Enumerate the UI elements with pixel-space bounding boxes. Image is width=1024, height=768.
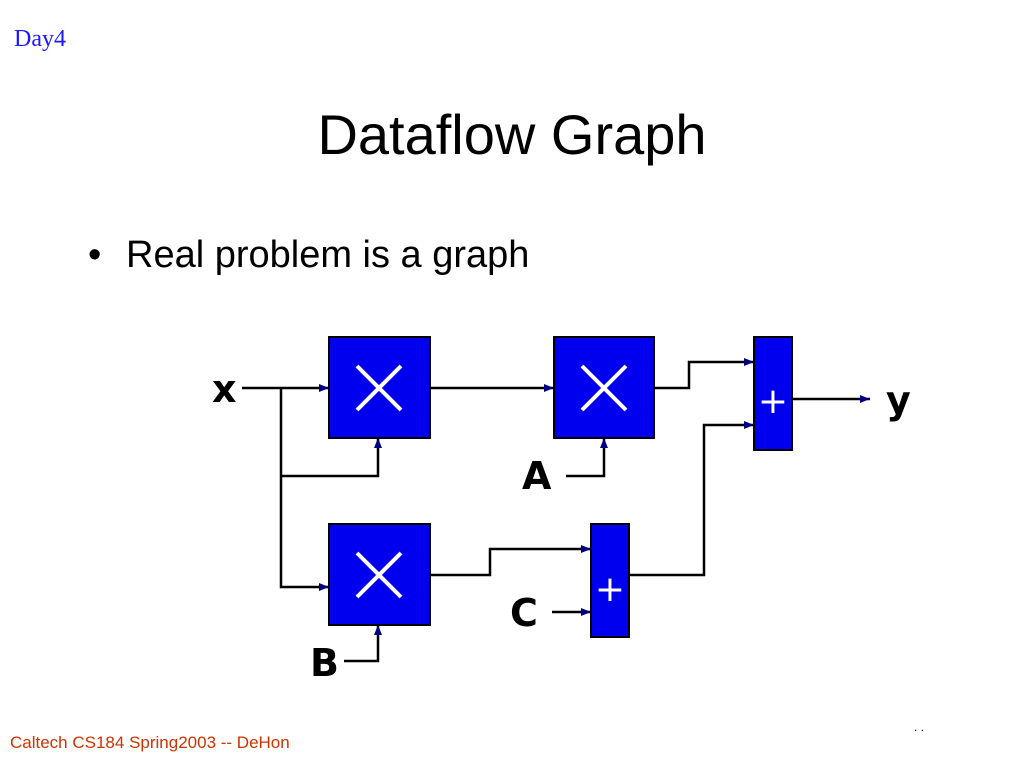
add2-op-label: + <box>758 381 788 422</box>
input-c-label: C <box>510 591 538 635</box>
wire-b-mult3 <box>344 625 382 663</box>
mult-block-1 <box>328 336 431 439</box>
output-y-label: y <box>886 378 911 422</box>
add-block-2: + <box>753 336 793 451</box>
mult-block-2 <box>553 336 655 439</box>
mult-block-3 <box>328 523 431 626</box>
bullet-dot: • <box>88 234 102 276</box>
bullet-item: • Real problem is a graph <box>88 234 529 277</box>
wires <box>242 358 870 663</box>
page-number: . . <box>914 720 925 734</box>
add-block-1: + <box>590 523 630 638</box>
footer-text: Caltech CS184 Spring2003 -- DeHon <box>10 733 290 752</box>
bullet-text: Real problem is a graph <box>126 234 530 276</box>
day-label: Day4 <box>14 26 66 52</box>
slide-title: Dataflow Graph <box>317 103 707 166</box>
wire-mult2-add2 <box>654 358 754 390</box>
wire-x-mult1-bottom <box>281 438 382 478</box>
wire-mult3-add1 <box>430 545 591 577</box>
input-a-label: A <box>522 454 552 498</box>
wire-x-mult3 <box>279 388 329 591</box>
add1-op-label: + <box>595 569 625 610</box>
input-b-label: B <box>310 641 339 685</box>
input-x-label: x <box>212 367 237 411</box>
wire-add1-add2 <box>629 421 754 577</box>
wire-a-mult2 <box>566 438 608 478</box>
